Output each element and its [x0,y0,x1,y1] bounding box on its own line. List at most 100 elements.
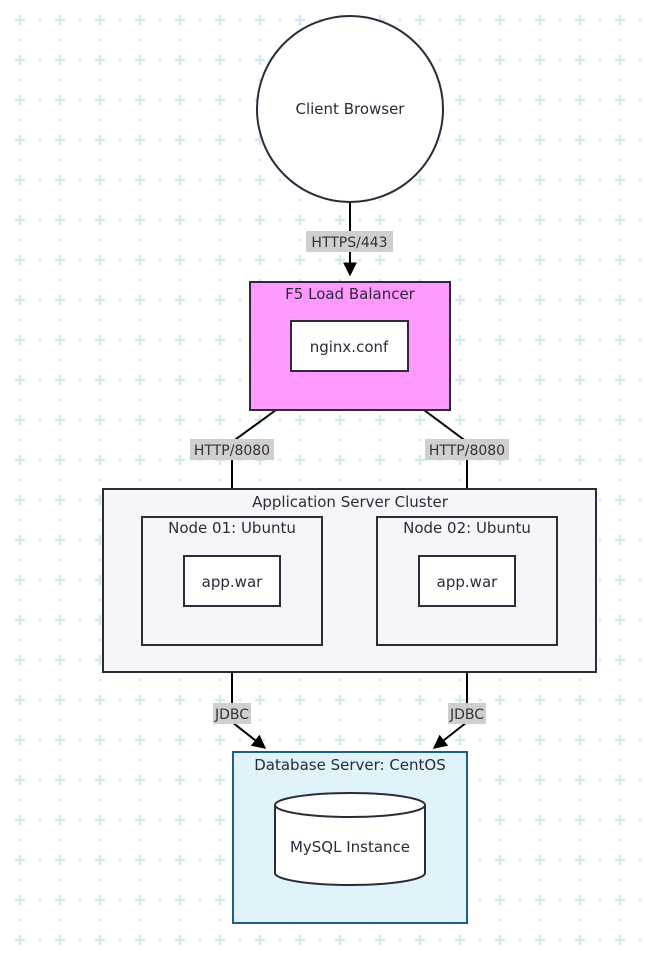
grid-dot-mark [358,738,362,742]
grid-plus-mark [55,255,65,265]
grid-dot-mark [78,738,82,742]
grid-dot-mark [578,918,582,922]
grid-dot-mark [478,258,482,262]
grid-dot-mark [38,778,42,782]
edge-label-client-to-lb-text: HTTPS/443 [311,235,387,251]
grid-plus-mark [255,255,265,265]
grid-dot-mark [18,158,22,162]
grid-plus-mark [615,415,625,425]
grid-dot-mark [538,158,542,162]
grid-dot-mark [358,938,362,942]
grid-dot-mark [118,818,122,822]
grid-dot-mark [18,758,22,762]
grid-plus-mark [255,215,265,225]
grid-dot-mark [58,518,62,522]
grid-dot-mark [618,78,622,82]
grid-dot-mark [498,678,502,682]
grid-dot-mark [198,418,202,422]
grid-dot-mark [78,938,82,942]
grid-dot-mark [58,798,62,802]
grid-dot-mark [198,818,202,822]
grid-dot-mark [358,258,362,262]
grid-plus-mark [335,455,345,465]
grid-plus-mark [615,495,625,505]
grid-dot-mark [18,478,22,482]
grid-dot-mark [578,358,582,362]
grid-dot-mark [558,58,562,62]
grid-plus-mark [15,295,25,305]
grid-dot-mark [18,38,22,42]
grid-plus-mark [495,415,505,425]
grid-dot-mark [618,158,622,162]
grid-dot-mark [198,858,202,862]
grid-dot-mark [578,758,582,762]
grid-plus-mark [215,935,225,945]
grid-dot-mark [58,878,62,882]
grid-dot-mark [58,78,62,82]
grid-dot-mark [518,338,522,342]
grid-dot-mark [38,338,42,342]
grid-dot-mark [38,938,42,942]
grid-dot-mark [38,58,42,62]
grid-dot-mark [238,338,242,342]
grid-dot-mark [298,478,302,482]
grid-plus-mark [535,775,545,785]
grid-dot-mark [38,818,42,822]
grid-dot-mark [598,178,602,182]
load-balancer-title: F5 Load Balancer [285,285,416,303]
grid-dot-mark [258,38,262,42]
grid-plus-mark [535,855,545,865]
grid-dot-mark [198,778,202,782]
grid-dot-mark [338,678,342,682]
grid-plus-mark [495,735,505,745]
grid-plus-mark [295,455,305,465]
grid-plus-mark [415,15,425,25]
grid-dot-mark [398,218,402,222]
grid-dot-mark [18,878,22,882]
mysql-cylinder-icon [274,792,426,886]
grid-plus-mark [95,935,105,945]
grid-dot-mark [358,698,362,702]
grid-dot-mark [58,478,62,482]
grid-dot-mark [38,578,42,582]
grid-dot-mark [538,398,542,402]
grid-dot-mark [158,858,162,862]
grid-plus-mark [375,215,385,225]
grid-dot-mark [638,498,642,502]
client-browser-node: Client Browser [256,15,444,203]
grid-dot-mark [218,358,222,362]
grid-dot-mark [58,278,62,282]
grid-dot-mark [518,138,522,142]
grid-dot-mark [98,878,102,882]
grid-plus-mark [55,415,65,425]
grid-dot-mark [178,38,182,42]
grid-dot-mark [138,278,142,282]
grid-dot-mark [118,338,122,342]
grid-dot-mark [178,438,182,442]
grid-dot-mark [18,198,22,202]
node-01: Node 01: Ubuntu app.war [141,516,323,646]
grid-dot-mark [518,58,522,62]
grid-dot-mark [78,858,82,862]
grid-dot-mark [78,378,82,382]
grid-dot-mark [318,418,322,422]
grid-dot-mark [178,238,182,242]
grid-plus-mark [375,695,385,705]
grid-plus-mark [135,135,145,145]
grid-dot-mark [78,538,82,542]
grid-dot-mark [618,358,622,362]
grid-dot-mark [278,418,282,422]
grid-dot-mark [118,898,122,902]
grid-dot-mark [78,658,82,662]
grid-plus-mark [175,935,185,945]
grid-dot-mark [318,938,322,942]
grid-plus-mark [175,135,185,145]
grid-plus-mark [455,415,465,425]
grid-dot-mark [38,298,42,302]
grid-plus-mark [255,15,265,25]
grid-plus-mark [55,135,65,145]
grid-dot-mark [78,218,82,222]
grid-dot-mark [438,18,442,22]
grid-plus-mark [175,855,185,865]
grid-plus-mark [535,735,545,745]
